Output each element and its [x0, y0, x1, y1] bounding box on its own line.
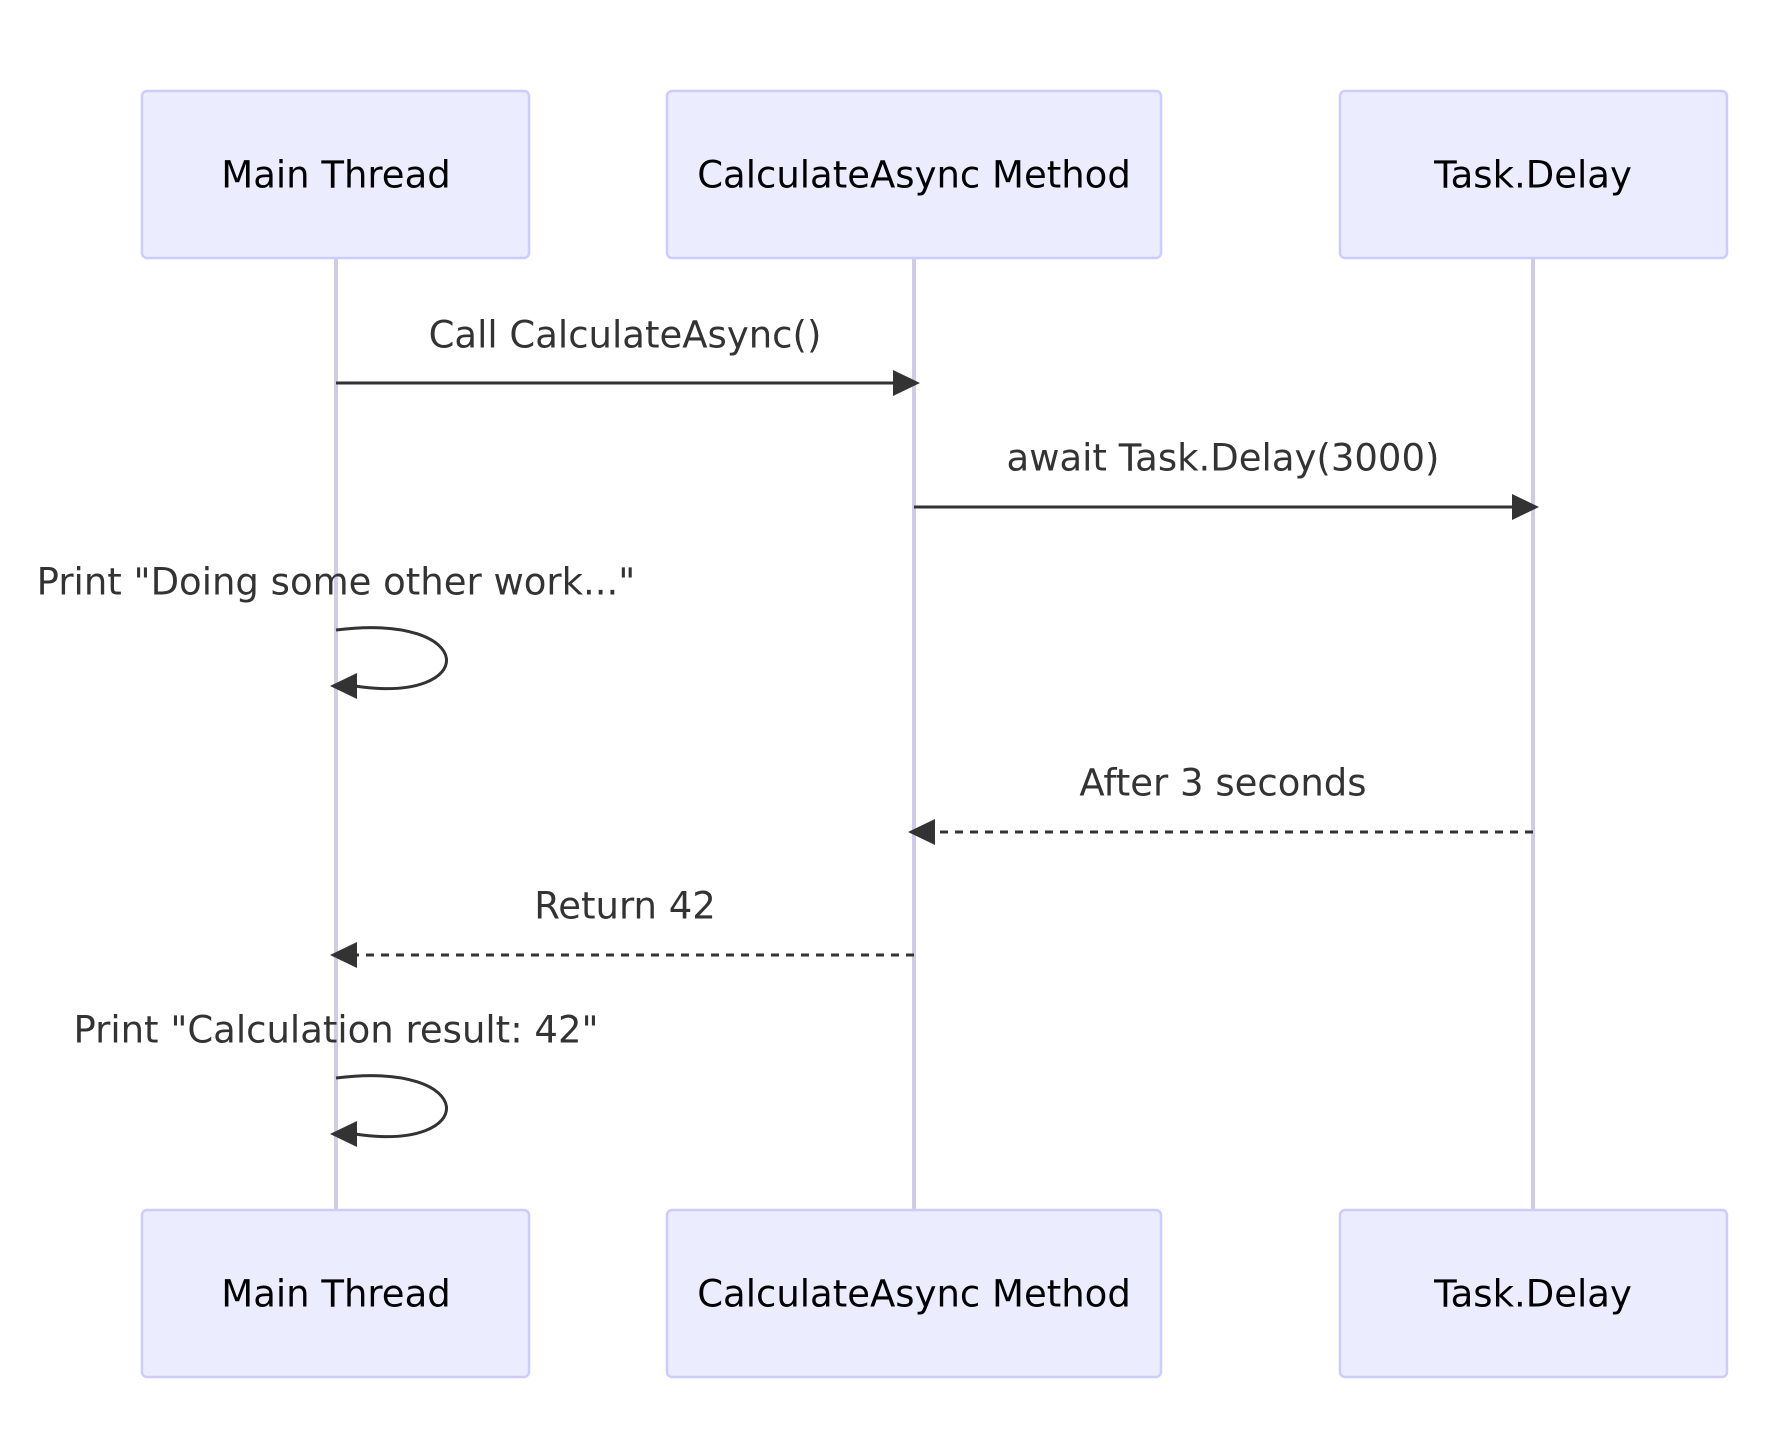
message-self-print-result: Print "Calculation result: 42"	[73, 1009, 599, 1147]
actor-label: Main Thread	[221, 154, 450, 197]
actor-top-main-thread[interactable]: Main Thread	[140, 89, 531, 260]
message-await-task-delay: await Task.Delay(3000)	[914, 437, 1539, 520]
arrowhead	[330, 1121, 357, 1147]
message-call-calculate-async: Call CalculateAsync()	[336, 314, 920, 396]
actor-top-task-delay[interactable]: Task.Delay	[1338, 89, 1729, 260]
self-loop-arrow	[335, 626, 448, 691]
arrowhead	[908, 819, 935, 845]
arrowhead	[893, 370, 920, 396]
message-return-42: Return 42	[330, 885, 914, 968]
actor-bottom-main-thread[interactable]: Main Thread	[140, 1208, 531, 1379]
message-label: Call CalculateAsync()	[429, 314, 822, 357]
arrowhead	[1512, 494, 1539, 520]
self-loop-arrow	[335, 1074, 448, 1139]
message-self-print-other-work: Print "Doing some other work..."	[37, 561, 636, 699]
actor-label: Main Thread	[221, 1273, 450, 1316]
actor-top-calculate-async[interactable]: CalculateAsync Method	[665, 89, 1163, 260]
message-label: Return 42	[534, 885, 716, 928]
arrowhead	[330, 942, 357, 968]
message-label: Print "Doing some other work..."	[37, 561, 636, 604]
actor-bottom-calculate-async[interactable]: CalculateAsync Method	[665, 1208, 1163, 1379]
actor-label: Task.Delay	[1433, 154, 1632, 197]
arrowhead	[330, 673, 357, 699]
actor-label: CalculateAsync Method	[697, 1273, 1131, 1316]
actor-label: Task.Delay	[1433, 1273, 1632, 1316]
message-after-3-seconds: After 3 seconds	[908, 762, 1533, 845]
actor-bottom-task-delay[interactable]: Task.Delay	[1338, 1208, 1729, 1379]
message-label: await Task.Delay(3000)	[1007, 437, 1440, 480]
message-label: Print "Calculation result: 42"	[73, 1009, 598, 1052]
message-label: After 3 seconds	[1079, 762, 1366, 805]
actor-label: CalculateAsync Method	[697, 154, 1131, 197]
